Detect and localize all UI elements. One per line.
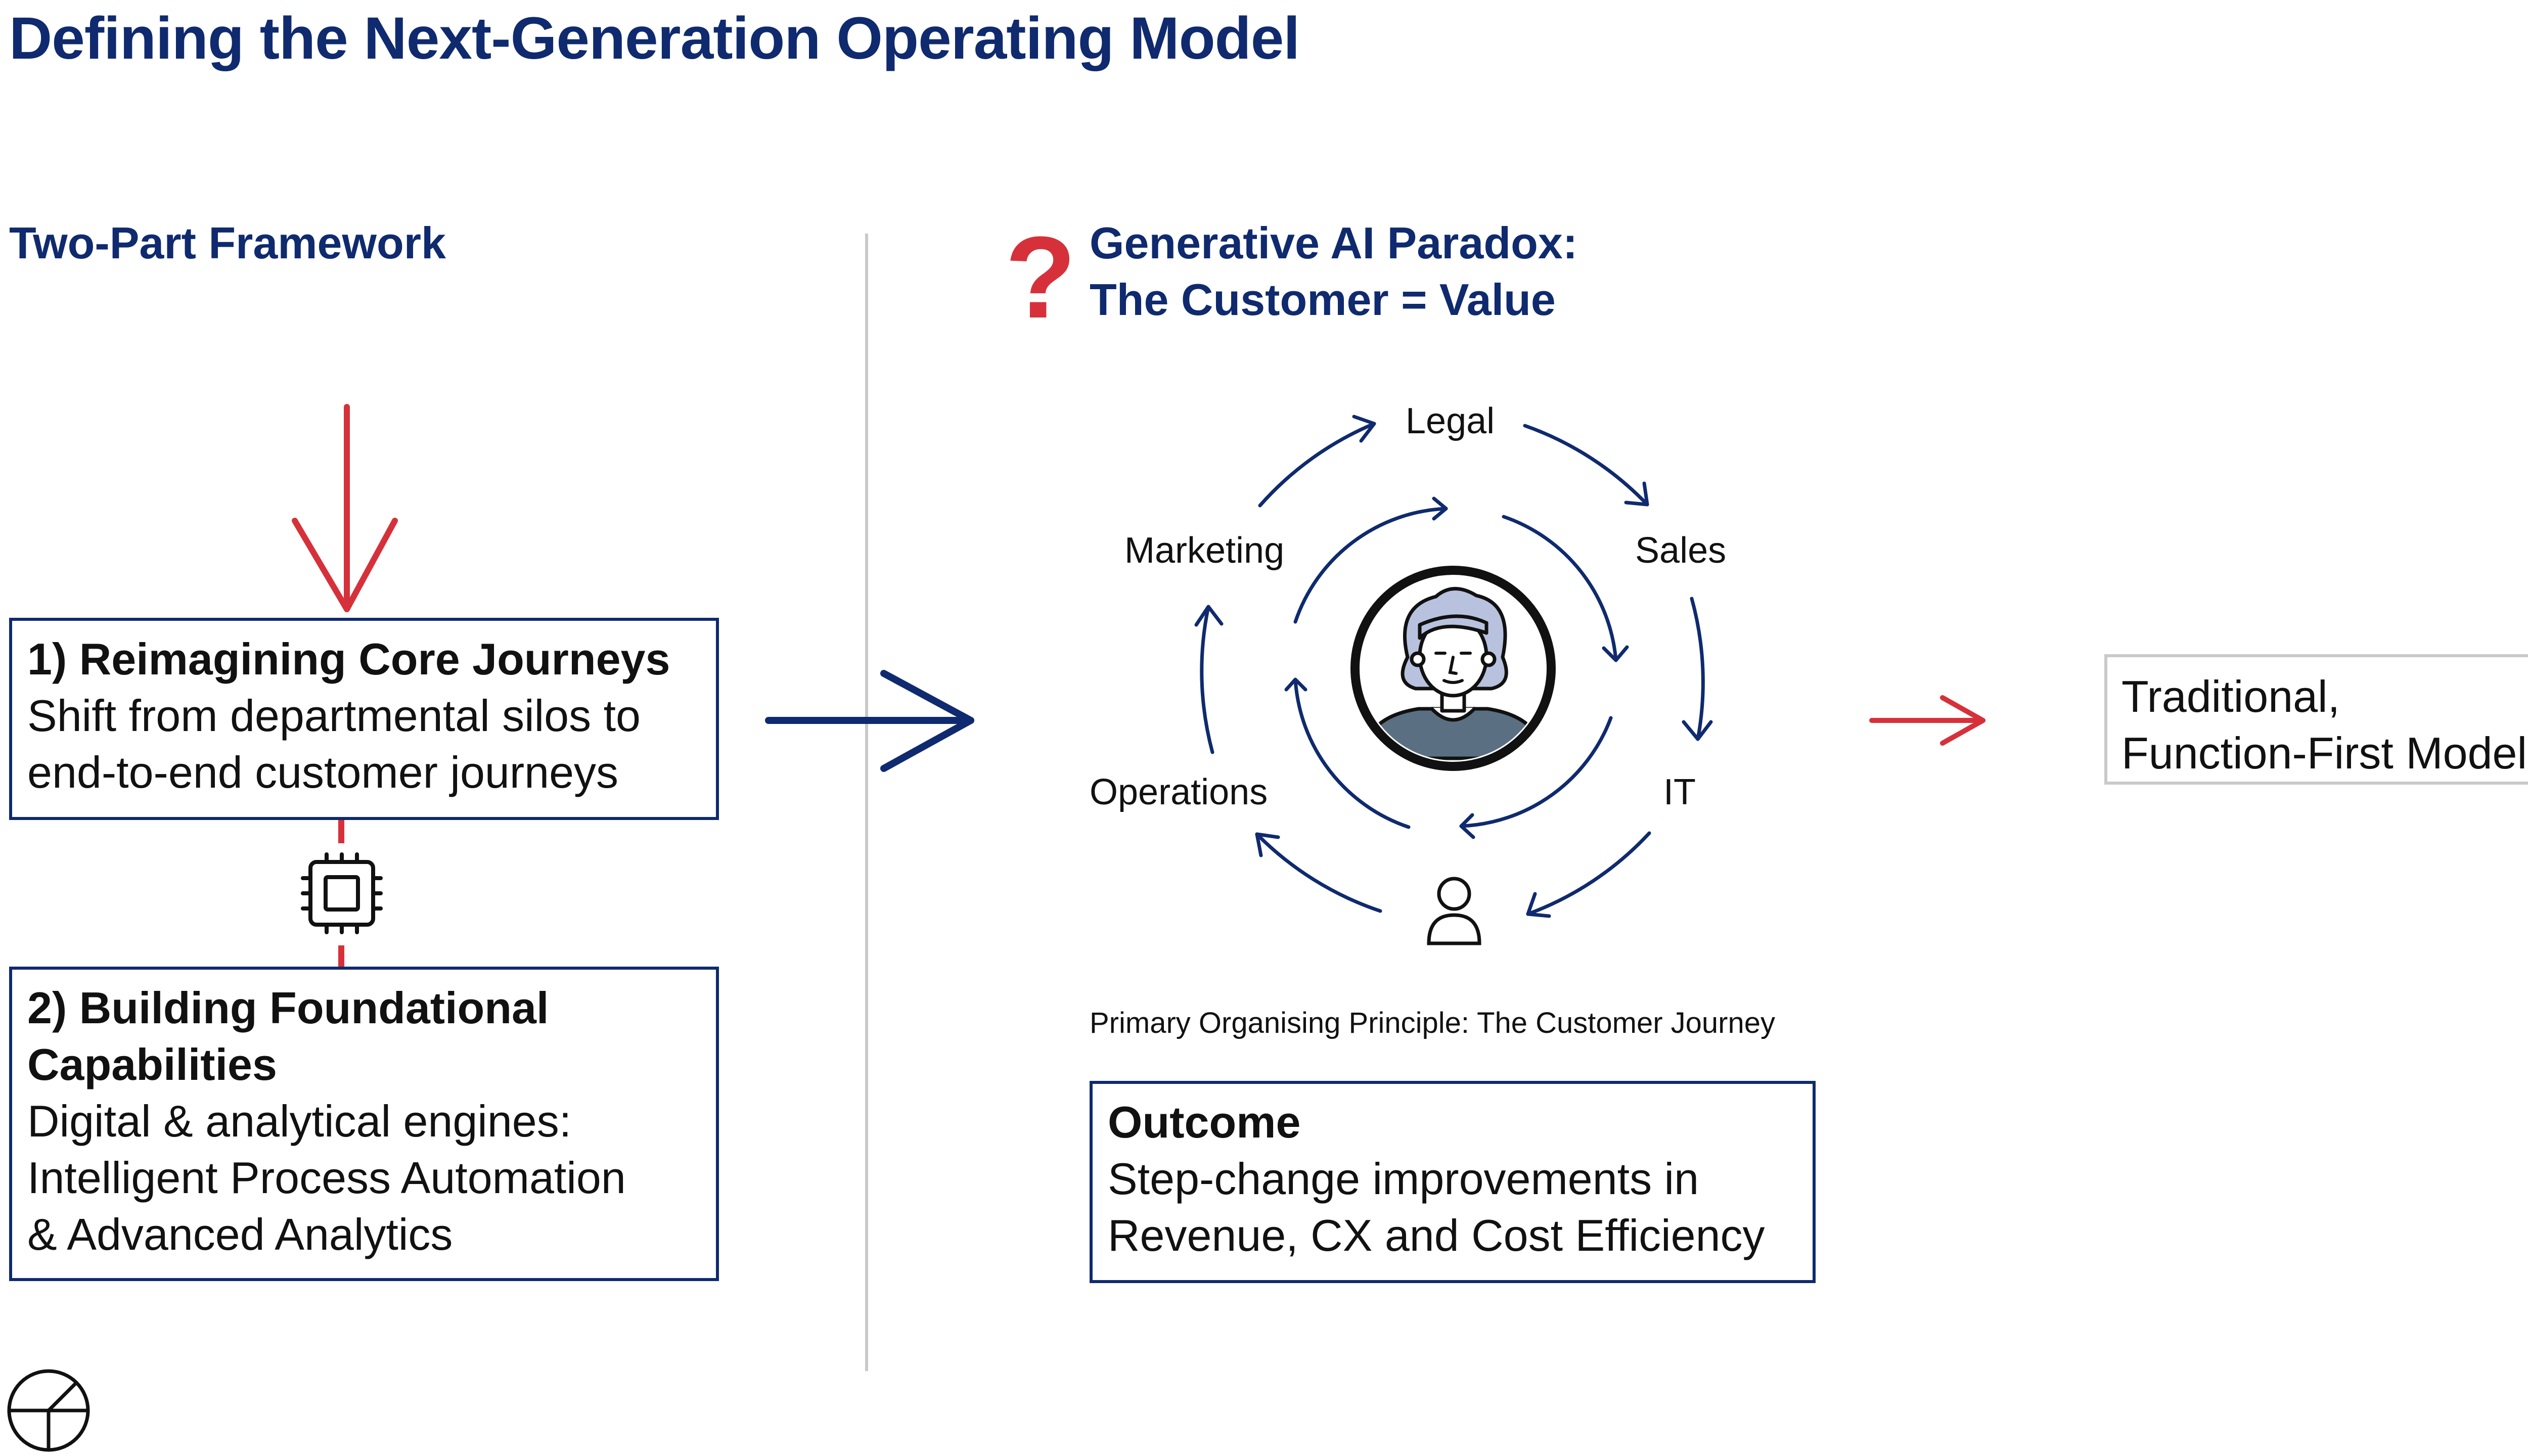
red-right-arrow (1869, 695, 1985, 746)
cpu-chip-icon (301, 852, 383, 934)
right-heading-line-2: The Customer = Value (1090, 275, 1556, 325)
outer-cycle-arrows (1194, 415, 1713, 918)
question-mark-icon: ? (1005, 212, 1076, 342)
brand-logo-icon (7, 1369, 90, 1452)
person-icon (1427, 877, 1481, 945)
red-down-arrow (292, 404, 398, 612)
page-title: Defining the Next-Generation Operating M… (9, 5, 1300, 72)
journeys-box-title: 1) Reimagining Core Journeys (27, 634, 670, 684)
right-heading-line-1: Generative AI Paradox: (1090, 218, 1578, 268)
capabilities-box-line: Intelligent Process Automation (27, 1153, 626, 1203)
capabilities-box-title: 2) Building Foundational (27, 983, 549, 1033)
cycle-label-operations: Operations (1090, 772, 1268, 812)
traditional-model-line: Function-First Model (2121, 728, 2527, 778)
navy-right-arrow (765, 670, 974, 772)
capabilities-box-line: Digital & analytical engines: (27, 1096, 572, 1146)
capabilities-box: 2) Building Foundational Capabilities Di… (9, 967, 719, 1281)
capabilities-box-line: & Advanced Analytics (27, 1209, 453, 1259)
journeys-box-line: Shift from departmental silos to (27, 691, 641, 741)
capabilities-box-title: Capabilities (27, 1039, 277, 1089)
traditional-model-line: Traditional, (2121, 671, 2340, 721)
left-heading: Two-Part Framework (9, 218, 446, 268)
cycle-caption: Primary Organising Principle: The Custom… (1090, 1007, 1776, 1039)
journeys-box: 1) Reimagining Core Journeys Shift from … (9, 618, 719, 820)
cycle-label-legal: Legal (1406, 401, 1495, 441)
traditional-model-box: Traditional, Function-First Model (2104, 654, 2528, 785)
cycle-label-marketing: Marketing (1124, 530, 1285, 571)
outcome-box-line: Revenue, CX and Cost Efficiency (1108, 1210, 1765, 1260)
customer-avatar-icon (1350, 566, 1556, 771)
journeys-box-line: end-to-end customer journeys (27, 747, 619, 797)
cycle-label-sales: Sales (1635, 530, 1727, 571)
outcome-box-line: Step-change improvements in (1108, 1154, 1699, 1204)
cycle-label-it: IT (1663, 772, 1696, 812)
outcome-box: Outcome Step-change improvements in Reve… (1090, 1081, 1816, 1283)
outcome-box-title: Outcome (1108, 1097, 1301, 1147)
column-divider (865, 234, 868, 1371)
inner-cycle-arrows (1284, 496, 1629, 839)
